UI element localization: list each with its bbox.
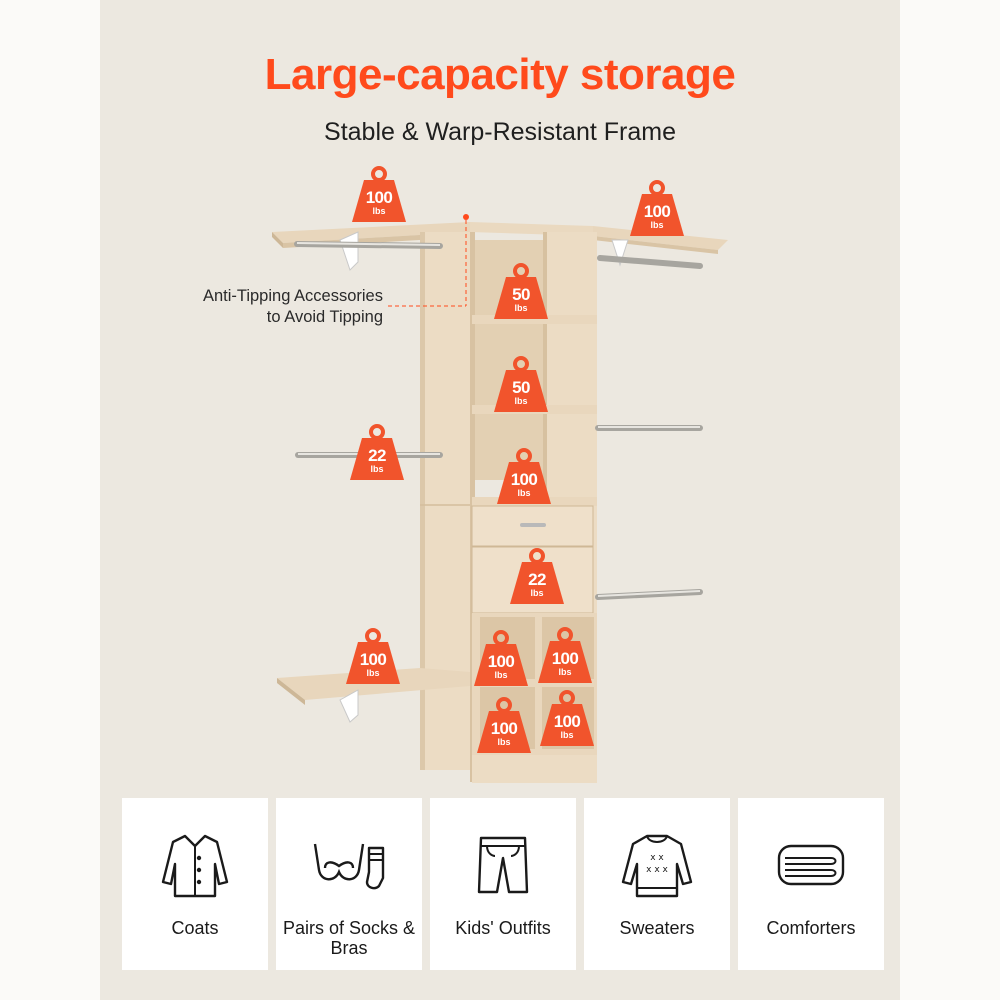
- callout-dot: [463, 214, 469, 220]
- sweater-icon: x x x x x: [621, 834, 693, 898]
- feature-card-coats: Coats: [122, 798, 268, 970]
- svg-text:x x x: x x x: [646, 865, 668, 875]
- kids-shorts-icon: [477, 836, 529, 894]
- coat-icon: [161, 834, 229, 898]
- shelf-1: [472, 315, 597, 324]
- socks-bra-icon: [313, 843, 385, 890]
- top-left-shelf: [272, 222, 470, 243]
- feature-card-comforters: Comforters: [738, 798, 884, 970]
- page-subtitle: Stable & Warp-Resistant Frame: [324, 118, 676, 146]
- feature-card-sweaters: x x x x x Sweaters: [584, 798, 730, 970]
- svg-text:x x: x x: [650, 853, 664, 863]
- page-title: Large-capacity storage: [264, 50, 736, 99]
- feature-card-kids-outfits: Kids' Outfits: [430, 798, 576, 970]
- feature-cards: Coats Pairs of Socks & Bras Kids' Outfit…: [122, 798, 886, 970]
- feature-card-socks-bras: Pairs of Socks & Bras: [276, 798, 422, 970]
- top-right-shelf: [593, 226, 728, 250]
- anti-tipping-callout: Anti-Tipping Accessories to Avoid Tippin…: [202, 287, 383, 326]
- rod-top-right: [597, 255, 703, 269]
- drawer-handle: [520, 523, 546, 527]
- comforter-icon: [777, 844, 845, 886]
